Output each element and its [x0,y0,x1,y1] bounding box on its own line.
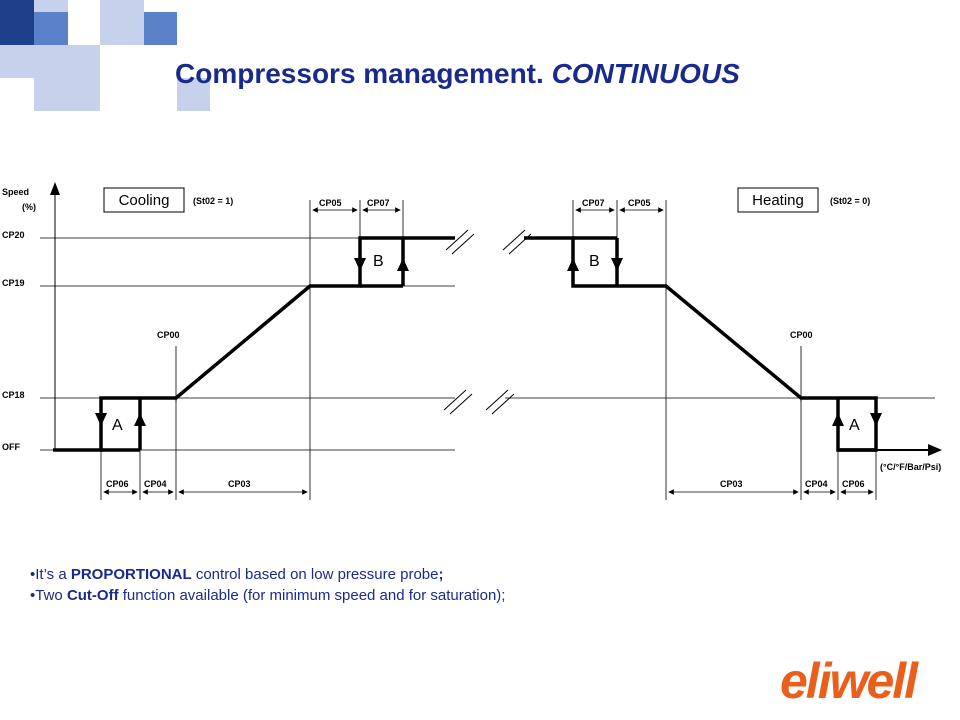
cutoff-a-cooling: A [112,417,123,434]
bullet-item: •It’s a PROPORTIONAL control based on lo… [30,566,444,583]
bullet-item: •Two Cut-Off function available (for min… [30,587,506,604]
cp04-cooling-label: CP04 [144,479,167,489]
heating-mode-label: Heating [752,192,804,209]
eliwell-logo: eliwell [780,654,921,704]
compressor-speed-diagram: Speed (%) CP20 CP19 CP18 OFF (°C/°F/Bar/… [2,182,942,500]
cp00-cooling-label: CP00 [157,330,180,340]
cp06-cooling-label: CP06 [106,479,129,489]
level-cp18: CP18 [2,390,25,400]
cooling-param: (St02 = 1) [193,196,233,206]
cutoff-a-heating: A [849,417,860,434]
cp00-heating-label: CP00 [790,330,813,340]
top-dimensions [309,200,667,286]
hysteresis-arrows [95,258,882,426]
cutoff-b-heating: B [589,253,600,270]
axis-break-marks [443,229,532,415]
level-cp19: CP19 [2,278,25,288]
cp07-heating-label: CP07 [582,198,605,208]
heating-label-box [737,187,819,213]
cooling-label-box [103,187,185,213]
cp06-heating-label: CP06 [842,479,865,489]
cutoff-b-cooling: B [373,253,384,270]
level-off: OFF [2,442,20,452]
level-cp20: CP20 [2,230,25,240]
y-axis-unit: (%) [22,202,36,212]
cp03-cooling-label: CP03 [228,479,251,489]
page-title: Compressors management. CONTINUOUS [175,58,740,89]
x-axis-unit: (°C/°F/Bar/Psi) [880,462,941,472]
bullet-list: •It’s a PROPORTIONAL control based on lo… [30,564,505,606]
y-axis [50,182,60,450]
cooling-mode-label: Cooling [119,192,170,209]
cp05-cooling-label: CP05 [319,198,342,208]
cp05-heating-label: CP05 [628,198,651,208]
cp07-cooling-label: CP07 [367,198,390,208]
svg-text:eliwell: eliwell [780,654,919,704]
x-axis [876,444,942,456]
cp04-heating-label: CP04 [805,479,828,489]
cp03-heating-label: CP03 [720,479,743,489]
bottom-dimensions [100,286,877,500]
y-axis-label: Speed [2,187,29,197]
heating-param: (St02 = 0) [830,196,870,206]
